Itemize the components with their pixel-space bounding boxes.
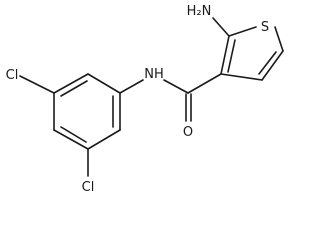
- benzene-bond-1: [53, 73, 89, 94]
- thiophene-inner-bond-c3-c2: [227, 39, 236, 73]
- thiophene-bond-s-c5: [274, 26, 284, 52]
- thiophene-bond-c4-c3: [220, 73, 263, 81]
- amide-nh-label: NH: [144, 67, 164, 82]
- molecule-diagram: H₂N S NH O Cl Cl: [6, 4, 284, 195]
- benzene-inner-bond-3: [60, 126, 87, 143]
- c-cl-bond-top: [19, 75, 55, 94]
- thiophene-bond-c2-s: [228, 26, 257, 37]
- benzene-bond-5: [53, 129, 89, 150]
- oxygen-label: O: [183, 125, 193, 140]
- benzene-bond-2: [87, 73, 121, 94]
- amino-label: H₂N: [187, 4, 212, 19]
- n-carbonyl-bond: [163, 79, 189, 94]
- chlorine-top-label: Cl: [6, 68, 19, 83]
- carbonyl-c3-bond: [187, 73, 222, 94]
- thiophene-inner-bond-c5-c4: [258, 51, 277, 75]
- structure-svg: H₂N S NH O Cl Cl: [6, 4, 284, 195]
- thiophene-bond-c3-c2: [220, 35, 230, 75]
- thiophene-bond-c5-c4: [261, 50, 284, 81]
- aryl-n-bond: [119, 79, 144, 94]
- c2-amino-bond: [212, 17, 230, 37]
- sulfur-label: S: [261, 20, 269, 35]
- thiophene-ring: [220, 26, 284, 81]
- chlorine-bottom-label: Cl: [82, 180, 95, 195]
- benzene-inner-bond-1: [60, 80, 88, 97]
- benzene-bond-4: [87, 129, 121, 150]
- benzene-ring: [53, 73, 121, 150]
